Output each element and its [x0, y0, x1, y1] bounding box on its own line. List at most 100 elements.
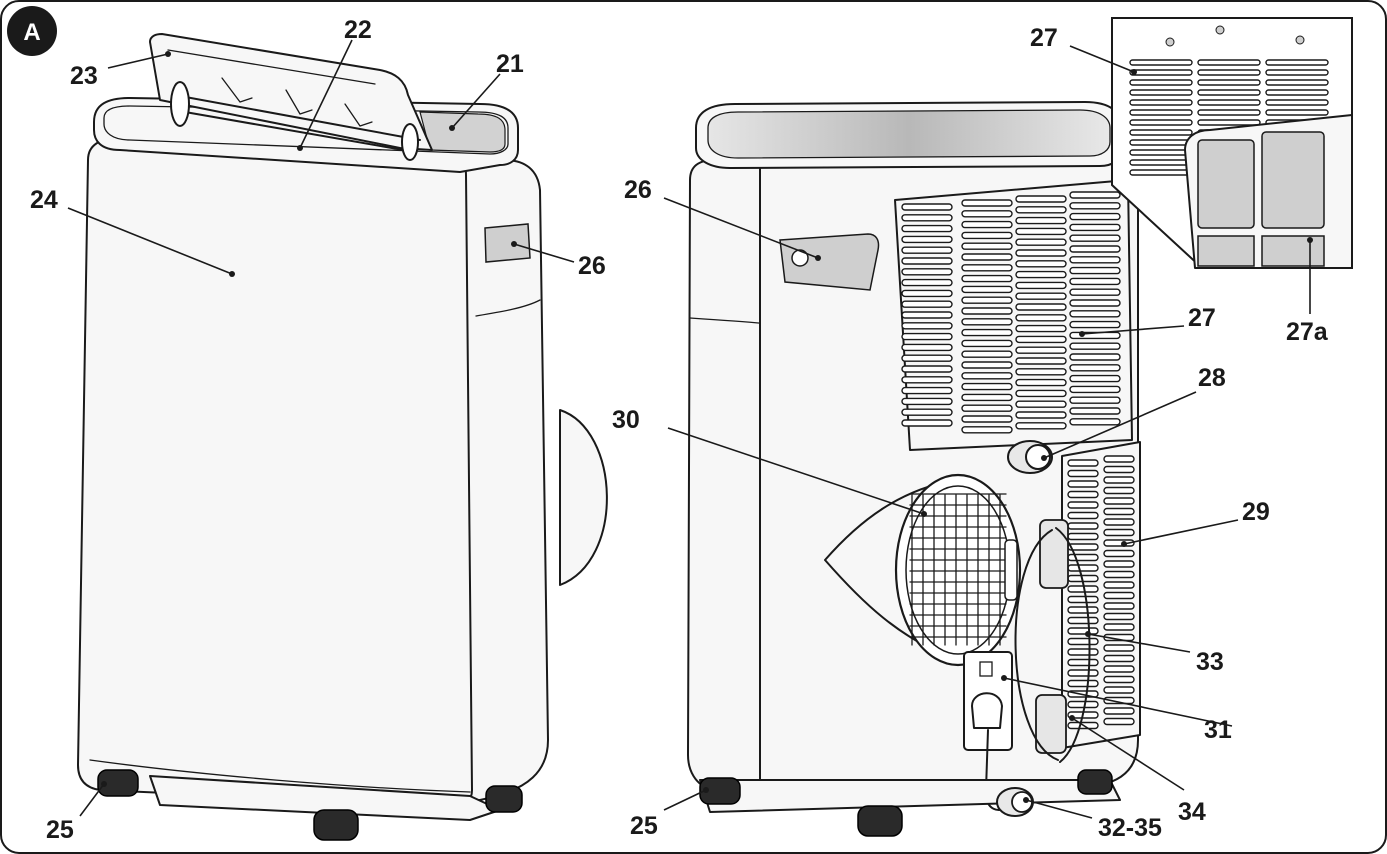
grille-slot	[1197, 109, 1261, 116]
grille-slot	[901, 419, 953, 427]
grille-slot	[961, 274, 1013, 283]
grille-slot	[1103, 570, 1135, 579]
grille-slot	[1265, 59, 1329, 66]
grille-slot	[1069, 266, 1121, 275]
grille-slot	[1067, 637, 1099, 646]
grille-slot	[1197, 89, 1261, 96]
grille-slot	[901, 311, 953, 319]
grille-slot	[1103, 518, 1135, 526]
grille-slot	[961, 210, 1013, 218]
grille-slot	[901, 322, 953, 330]
grille-slot	[1015, 206, 1067, 214]
open-flap-lid	[149, 33, 433, 151]
grille-slot	[1015, 216, 1067, 225]
label-27-inset: 27	[1030, 24, 1058, 52]
grille-slot	[1015, 378, 1067, 387]
grille-slot	[1067, 700, 1099, 709]
front-unit-handle	[484, 223, 531, 263]
side-outlet-bulge	[559, 409, 608, 586]
grille-slot	[1103, 528, 1135, 537]
grille-slot	[1067, 627, 1099, 635]
grille-slot	[1015, 260, 1067, 268]
grille-slot	[961, 199, 1013, 207]
grille-slot	[961, 220, 1013, 229]
power-socket	[963, 651, 1013, 811]
grille-slot	[901, 332, 953, 341]
grille-slot	[1197, 69, 1261, 76]
grille-slot	[1103, 707, 1135, 715]
rear-unit-wheels	[699, 769, 1113, 837]
grille-slot	[1015, 195, 1067, 203]
label-21: 21	[496, 50, 524, 78]
grille-slot	[1103, 507, 1135, 516]
rear-unit-handle	[779, 233, 880, 291]
grille-slot	[901, 289, 953, 298]
grille-slot	[1069, 310, 1121, 318]
grille-slot	[1067, 459, 1099, 467]
grille-slot	[1069, 223, 1121, 232]
grille-slot	[1015, 238, 1067, 246]
label-31: 31	[1204, 716, 1232, 744]
grille-slot	[1067, 511, 1099, 520]
grille-slot	[1129, 139, 1193, 146]
grille-slot	[1067, 469, 1099, 478]
label-22: 22	[344, 16, 372, 44]
grille-slot	[901, 235, 953, 244]
grille-slot	[1069, 256, 1121, 264]
grille-slot	[1129, 89, 1193, 96]
front-view-unit	[77, 33, 608, 841]
label-33: 33	[1196, 648, 1224, 676]
grille-slot	[1069, 234, 1121, 242]
front-unit-base	[149, 775, 501, 821]
label-25-front: 25	[46, 816, 74, 844]
grille-slot	[1103, 465, 1135, 474]
grille-slot	[1069, 320, 1121, 329]
grille-slot	[901, 397, 953, 406]
grille-slot	[1015, 281, 1067, 290]
grille-slot	[1265, 69, 1329, 76]
grille-slot	[1067, 501, 1099, 509]
grille-slot	[901, 257, 953, 265]
grille-slot	[1103, 665, 1135, 673]
grille-slot	[1103, 654, 1135, 663]
grille-slot	[961, 382, 1013, 391]
grille-slot	[1129, 169, 1193, 176]
grille-slot	[901, 354, 953, 362]
label-27-rear: 27	[1188, 304, 1216, 332]
grille-slot	[1015, 324, 1067, 333]
grille-slot	[1015, 400, 1067, 408]
grille-slot	[1067, 606, 1099, 614]
grille-slot	[961, 264, 1013, 272]
grille-slot	[961, 350, 1013, 358]
grille-slot	[1129, 69, 1193, 76]
grille-slot	[1015, 422, 1067, 430]
grille-slot	[961, 339, 1013, 348]
grille-slot	[961, 307, 1013, 315]
grille-slot	[901, 300, 953, 308]
grille-slot	[1067, 532, 1099, 541]
grille-slot	[1265, 89, 1329, 96]
grille-slot	[901, 214, 953, 222]
grille-slot	[1015, 357, 1067, 365]
grille-slot	[1067, 669, 1099, 677]
grille-slot	[901, 376, 953, 384]
rear-top-cover	[707, 109, 1111, 159]
grille-slot	[1067, 553, 1099, 562]
label-23: 23	[70, 62, 98, 90]
filter-inset	[1111, 17, 1353, 269]
grille-slot	[1265, 99, 1329, 106]
grille-slot	[1265, 109, 1329, 116]
grille-slot	[1015, 314, 1067, 322]
grille-slot	[901, 365, 953, 373]
front-unit-wheels	[97, 769, 523, 841]
grille-slot	[1103, 455, 1135, 463]
grille-slot	[1015, 411, 1067, 419]
grille-slot	[1129, 119, 1193, 126]
grille-slot	[1197, 79, 1261, 86]
grille-slot	[1067, 564, 1099, 572]
grille-slot	[1015, 335, 1067, 344]
grille-slot	[901, 278, 953, 287]
grille-slot	[1129, 99, 1193, 106]
grille-slot	[1129, 149, 1193, 156]
